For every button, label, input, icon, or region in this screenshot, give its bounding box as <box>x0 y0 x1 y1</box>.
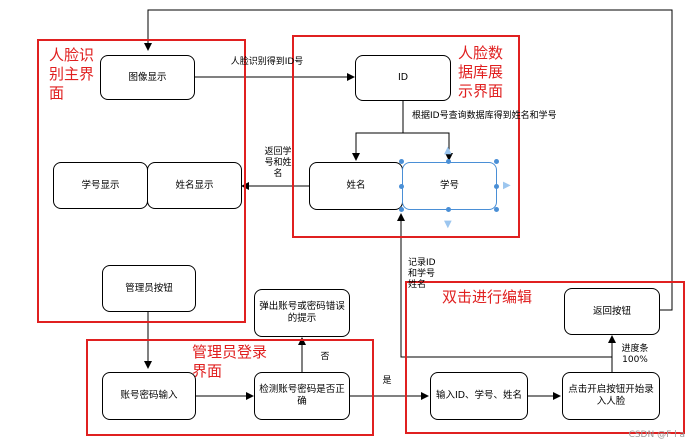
selection-handle[interactable] <box>399 184 404 189</box>
edge-split-to-name <box>352 132 403 161</box>
edge-label-return-no-name: 返回学 号和姓 名 <box>264 147 292 179</box>
input-id-no-name-node[interactable]: 输入ID、学号、姓名 <box>430 372 528 420</box>
connect-arrow-down-icon[interactable]: ▼ <box>444 219 452 230</box>
edge-label-record-id: 记录ID 和学号 姓名 <box>408 258 436 290</box>
selection-handle[interactable] <box>446 159 451 164</box>
admin-login-frame-title: 管理员登录 界面 <box>192 343 268 380</box>
edge-return-to-face <box>144 9 673 311</box>
student-no-node[interactable]: 学号 <box>402 162 497 210</box>
edit-frame-title: 双击进行编辑 <box>442 288 533 306</box>
selection-handle[interactable] <box>494 207 499 212</box>
image-display-node[interactable]: 图像显示 <box>100 55 195 100</box>
name-display-node[interactable]: 姓名显示 <box>147 162 242 209</box>
student-no-display-node[interactable]: 学号显示 <box>53 162 148 209</box>
edit-frame <box>405 281 685 434</box>
error-popup-node[interactable]: 弹出账号或密码错误 的提示 <box>254 289 350 337</box>
selection-handle[interactable] <box>494 184 499 189</box>
start-record-node[interactable]: 点击开启按钮开始录 入人脸 <box>562 372 660 420</box>
name-node[interactable]: 姓名 <box>309 162 403 210</box>
face-main-frame <box>37 39 246 323</box>
face-db-frame <box>292 35 520 238</box>
account-input-node[interactable]: 账号密码输入 <box>102 372 196 420</box>
selection-handle[interactable] <box>446 207 451 212</box>
edge-label-progress: 进度条 100% <box>621 344 649 365</box>
connect-arrow-up-icon[interactable]: ▲ <box>444 145 452 156</box>
connect-arrow-right-icon[interactable]: ▶ <box>503 180 511 191</box>
selection-handle[interactable] <box>399 207 404 212</box>
edge-label-query-by-id: 根据ID号查询数据库得到姓名和学号 <box>412 111 557 121</box>
face-main-frame-title: 人脸识 别主界 面 <box>49 46 95 102</box>
edge-label-no: 否 <box>320 352 330 362</box>
edge-split-to-no <box>403 132 453 161</box>
id-node[interactable]: ID <box>355 55 451 101</box>
check-account-node[interactable]: 检测账号密码是否正 确 <box>254 372 350 420</box>
face-db-frame-title: 人脸数 据库展 示界面 <box>458 44 504 100</box>
edge-label-yes: 是 <box>382 376 392 386</box>
watermark: CSDN @F l a <box>628 430 685 440</box>
selection-handle[interactable] <box>399 159 404 164</box>
selection-handle[interactable] <box>494 159 499 164</box>
edge-record-to-db <box>397 213 613 372</box>
edge-label-face-to-id: 人脸识别得到ID号 <box>230 57 304 67</box>
return-button-node[interactable]: 返回按钮 <box>564 288 660 335</box>
admin-button-node[interactable]: 管理员按钮 <box>102 265 196 312</box>
admin-login-frame <box>86 339 374 436</box>
